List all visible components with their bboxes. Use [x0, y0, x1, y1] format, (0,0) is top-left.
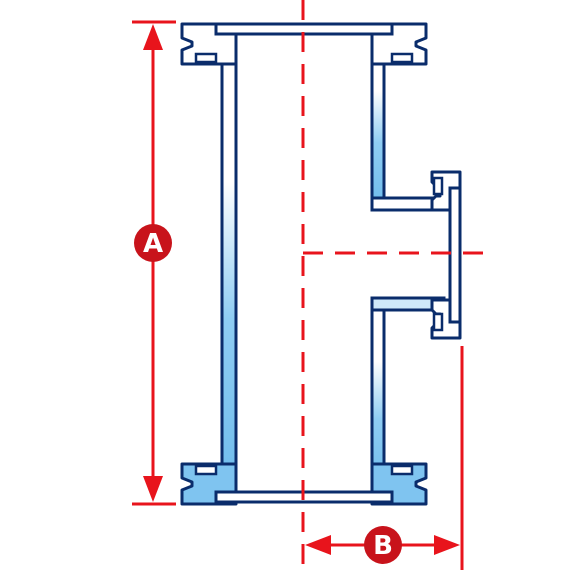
left-wall: [220, 34, 238, 494]
dimension-b-badge: [364, 526, 402, 564]
dimension-b-label: B: [373, 531, 393, 561]
dimension-a-label: A: [143, 229, 163, 259]
dimension-a-badge: [134, 224, 172, 262]
top-flange: [180, 22, 428, 66]
right-wall: [370, 34, 386, 494]
dimension-a: A: [132, 20, 176, 506]
dimension-b: B: [305, 346, 464, 570]
side-flange: [430, 170, 462, 340]
